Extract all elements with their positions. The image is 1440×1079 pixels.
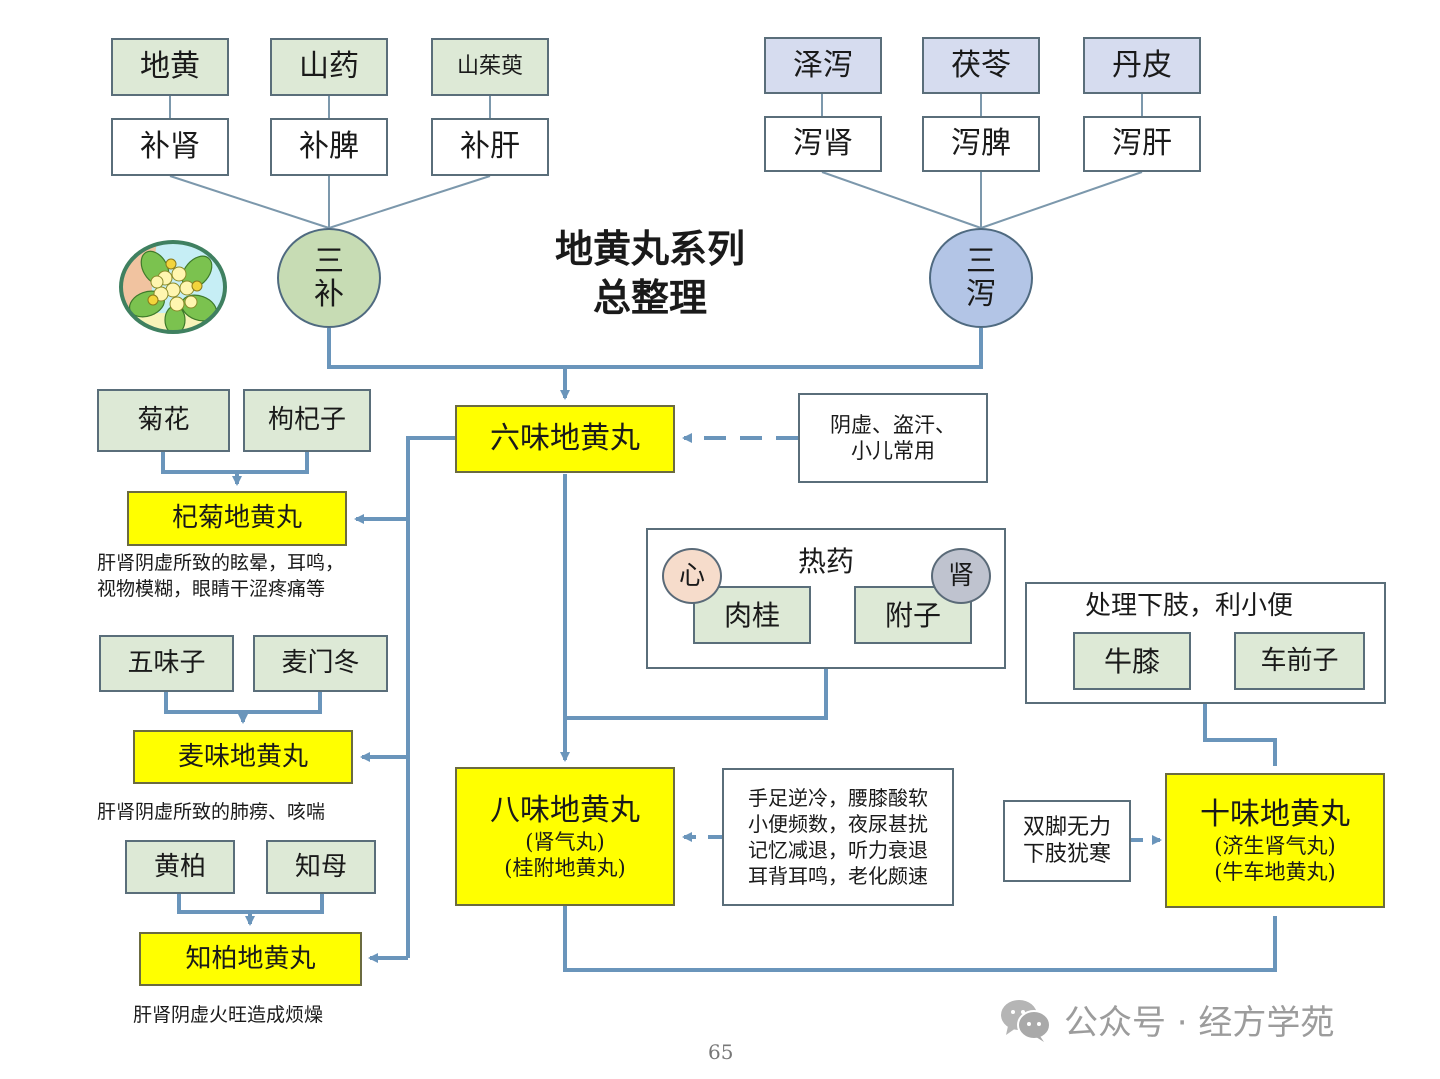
three-tonify-circle: 三 补 [277,228,381,328]
qiju-note-line2: 视物模糊，眼睛干涩疼痛等 [97,577,326,600]
shiwei-alias2: (牛车地黄丸) [1214,860,1336,885]
lower-limb-label: 处理下肢，利小便 [1085,591,1294,621]
zhibai-note: 肝肾阴虚火旺造成烦燥 [133,1004,324,1026]
herb-juhua: 菊花 [97,389,230,452]
three-tonify-line2: 补 [314,277,344,312]
three-purge-circle: 三 泻 [929,228,1033,328]
maiwei-note: 肝肾阴虚所致的肺痨、咳喘 [97,801,326,823]
shiwei-alias1: (济生肾气丸) [1214,834,1336,858]
three-purge-line2: 泻 [966,277,996,312]
flower-icon [119,240,227,334]
title-line2: 总整理 [592,275,707,321]
herb-wuweizi: 五味子 [99,635,234,692]
herb-cheqianzi: 车前子 [1234,632,1365,690]
effect-xieshen: 泻肾 [764,116,882,172]
herb-niuxi: 牛膝 [1073,632,1191,690]
bawei-alias1: (肾气丸) [525,830,605,854]
page-number: 65 [708,1040,734,1064]
lower-limb-group: 处理下肢，利小便 牛膝 车前子 [1025,582,1386,704]
herb-fuling: 茯苓 [922,37,1040,94]
effect-xiepi: 泻脾 [922,116,1040,172]
herb-huangbai: 黄柏 [125,840,235,894]
hot-herbs-label: 热药 [797,545,854,578]
three-purge-line1: 三 [966,244,996,279]
effect-bugan: 补肝 [431,118,549,176]
effect-bupi: 补脾 [270,118,388,176]
herb-zexie: 泽泻 [764,37,882,94]
effect-xiegan: 泻肝 [1083,116,1201,172]
herb-zhimu: 知母 [266,840,376,894]
organ-kidney-badge: 肾 [931,548,991,604]
bawei-dihuang-wan: 八味地黄丸 (肾气丸) (桂附地黄丸) [455,767,675,906]
shiwei-indication-line2: 下肢犹寒 [1022,842,1111,867]
herb-gouqizi: 枸杞子 [243,389,371,452]
liuwei-indication-line2: 小儿常用 [851,439,935,463]
liuwei-indication-line1: 阴虚、盗汗、 [830,412,956,437]
title-line1: 地黄丸系列 [554,226,745,271]
bawei-indication-line: 记忆减退，听力衰退 [748,838,928,862]
shiwei-name: 十味地黄丸 [1200,796,1350,832]
herb-shanzhuyu: 山茱萸 [431,38,549,96]
qiju-dihuang-wan: 杞菊地黄丸 [127,491,347,546]
zhibai-dihuang-wan: 知柏地黄丸 [139,932,362,986]
qiju-note: 肝肾阴虚所致的眩晕，耳鸣， 视物模糊，眼睛干涩疼痛等 [97,551,344,602]
shiwei-indication: 双脚无力 下肢犹寒 [1003,800,1131,882]
watermark: 公众号 · 经方学苑 [998,995,1334,1044]
diagram-title: 地黄丸系列 总整理 [520,224,780,323]
three-tonify-line1: 三 [314,244,344,279]
bawei-alias2: (桂附地黄丸) [504,856,626,881]
effect-bushen: 补肾 [111,118,229,176]
herb-rougui: 肉桂 [693,586,811,644]
wechat-icon [1001,999,1051,1042]
herb-danpi: 丹皮 [1083,37,1201,94]
herb-maimendong: 麦门冬 [253,635,388,692]
shiwei-indication-line1: 双脚无力 [1022,814,1111,840]
organ-heart-badge: 心 [662,548,722,604]
maiwei-dihuang-wan: 麦味地黄丸 [133,730,353,784]
watermark-text: 公众号 · 经方学苑 [1064,1003,1335,1043]
hot-herbs-group: 热药 肉桂 附子 心 肾 [646,528,1006,669]
bawei-indication: 手足逆冷，腰膝酸软 小便频数，夜尿甚扰 记忆减退，听力衰退 耳背耳鸣，老化颇速 [722,768,954,906]
qiju-note-line1: 肝肾阴虚所致的眩晕，耳鸣， [97,552,345,574]
bawei-indication-line: 耳背耳鸣，老化颇速 [748,864,928,888]
herb-dihuang: 地黄 [111,38,229,96]
bawei-indication-line: 手足逆冷，腰膝酸软 [748,786,928,810]
liuwei-dihuang-wan: 六味地黄丸 [455,405,675,473]
bawei-name: 八味地黄丸 [490,792,640,828]
herb-shanyao: 山药 [270,38,388,96]
liuwei-indication: 阴虚、盗汗、 小儿常用 [798,393,988,483]
bawei-indication-line: 小便频数，夜尿甚扰 [748,812,928,836]
shiwei-dihuang-wan: 十味地黄丸 (济生肾气丸) (牛车地黄丸) [1165,773,1385,908]
